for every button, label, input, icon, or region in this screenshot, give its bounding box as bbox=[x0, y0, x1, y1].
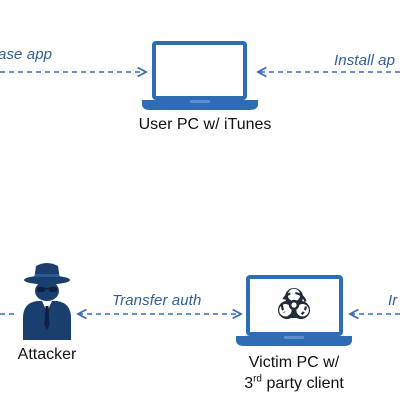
laptop-biohazard-icon bbox=[236, 275, 352, 346]
edge-label-transfer-auth: Transfer auth bbox=[112, 292, 202, 309]
node-label-victim-pc-line1: Victim PC w/ bbox=[248, 354, 340, 371]
node-label-victim-pc: Victim PC w/ 3rd party client bbox=[224, 352, 364, 394]
node-label-victim-pc-ordinal: 3 bbox=[244, 375, 254, 392]
edge-label-top-right: Install ap bbox=[334, 52, 396, 69]
node-label-victim-pc-line2: party client bbox=[262, 375, 344, 392]
hooded-attacker-icon bbox=[23, 263, 71, 340]
biohazard-icon bbox=[278, 288, 310, 319]
edge-label-top-left: ase app bbox=[0, 46, 53, 63]
node-label-victim-pc-ordinal-suffix: rd bbox=[253, 373, 262, 385]
node-label-user-pc: User PC w/ iTunes bbox=[138, 116, 272, 133]
laptop-icon bbox=[142, 41, 258, 110]
edge-label-bottom-right: Ir bbox=[388, 292, 398, 309]
node-label-attacker: Attacker bbox=[17, 346, 77, 363]
